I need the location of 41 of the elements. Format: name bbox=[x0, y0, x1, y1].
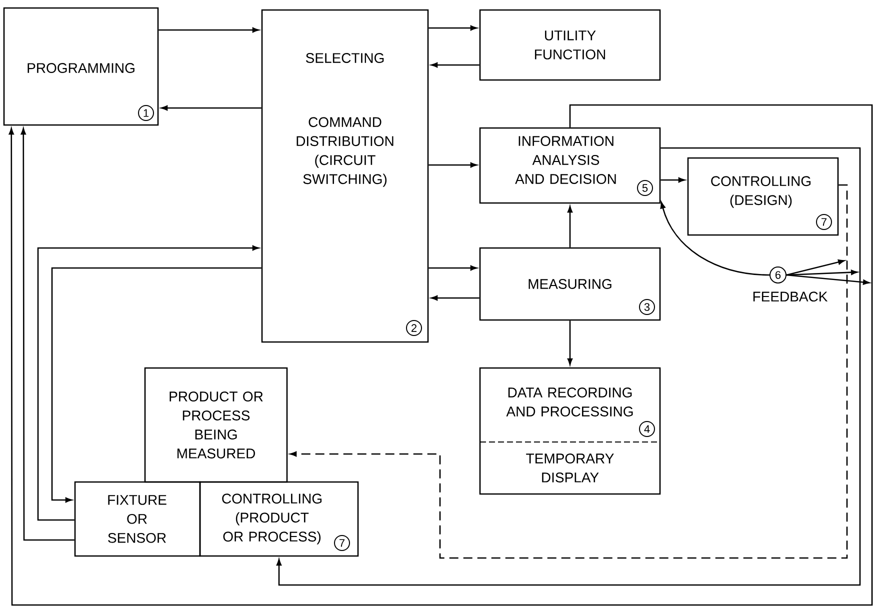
circled-number: 5 bbox=[637, 180, 653, 196]
box-label: DATA RECORDING AND PROCESSING bbox=[506, 388, 633, 416]
arrow bbox=[567, 206, 573, 248]
box-label: SELECTING bbox=[306, 53, 384, 63]
feedback-label: FEEDBACK bbox=[753, 292, 828, 302]
circled-number: 6 bbox=[770, 266, 786, 284]
arrow bbox=[660, 177, 685, 183]
arrow bbox=[276, 147, 861, 586]
arrow bbox=[161, 105, 262, 111]
circled-number: 4 bbox=[639, 421, 655, 437]
arrow bbox=[428, 265, 477, 271]
arrow bbox=[660, 202, 770, 276]
box-label: PRODUCT OR PROCESS BEING MEASURED bbox=[170, 392, 263, 458]
arrow bbox=[428, 25, 477, 31]
box-label: UTILITY FUNCTION bbox=[534, 30, 606, 60]
arrow bbox=[786, 270, 858, 276]
box-label: PROGRAMMING bbox=[28, 63, 134, 73]
arrow bbox=[20, 128, 74, 541]
box-label: CONTROLLING (PRODUCT OR PROCESS) bbox=[222, 494, 322, 544]
circled-number: 1 bbox=[138, 105, 154, 121]
box-label: MEASURING bbox=[528, 279, 612, 289]
arrow bbox=[431, 295, 480, 301]
circled-number: 7 bbox=[334, 535, 350, 551]
box-label: INFORMATION ANALYSIS AND DECISION bbox=[515, 136, 616, 184]
arrow bbox=[567, 320, 573, 365]
circled-number: 7 bbox=[816, 214, 832, 230]
circled-number: 2 bbox=[406, 320, 422, 336]
arrow bbox=[431, 62, 480, 68]
arrow bbox=[428, 162, 477, 168]
box-label: CONTROLLING (DESIGN) bbox=[711, 176, 811, 208]
arrow bbox=[8, 104, 873, 606]
arrow bbox=[158, 27, 259, 33]
box-label: FIXTURE OR SENSOR bbox=[108, 495, 166, 543]
box-label: TEMPORARY DISPLAY bbox=[526, 454, 614, 482]
circled-number: 3 bbox=[639, 299, 655, 315]
arrow bbox=[786, 274, 870, 285]
arrow bbox=[37, 245, 259, 521]
arrow bbox=[786, 259, 845, 276]
arrow bbox=[290, 184, 848, 559]
arrow bbox=[51, 267, 262, 503]
box-label: COMMAND DISTRIBUTION (CIRCUIT SWITCHING) bbox=[296, 117, 394, 187]
